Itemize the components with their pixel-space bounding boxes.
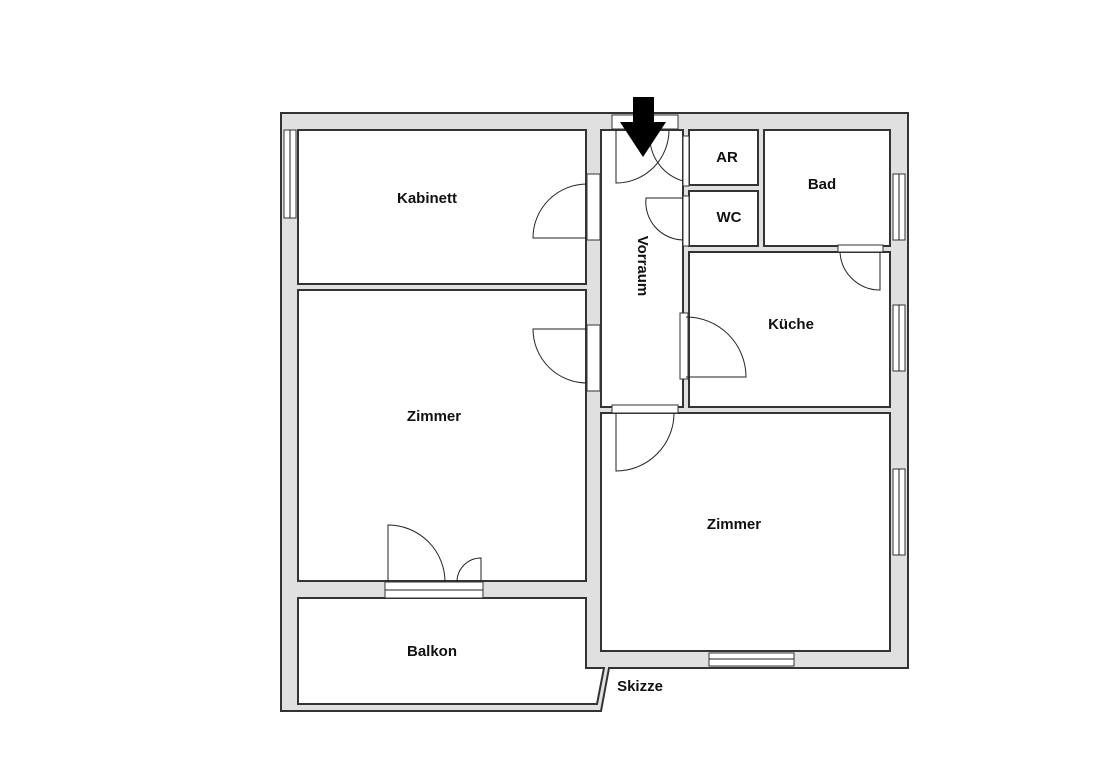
label-skizze: Skizze: [617, 678, 663, 695]
room-zimmer-right: [600, 412, 891, 652]
room-zimmer-left: [297, 289, 587, 582]
label-kueche: Küche: [768, 316, 814, 333]
room-ar: [688, 129, 759, 186]
room-bad: [763, 129, 891, 247]
entrance-arrow-icon: [620, 97, 666, 157]
label-ar: AR: [716, 149, 738, 166]
door-swings: [387, 129, 881, 583]
label-zimmer-left: Zimmer: [407, 408, 461, 425]
label-wc: WC: [717, 209, 742, 226]
label-vorraum: Vorraum: [634, 236, 651, 297]
label-balkon: Balkon: [407, 643, 457, 660]
room-balkon: [297, 597, 606, 705]
label-bad: Bad: [808, 176, 836, 193]
door-frames: [586, 135, 884, 414]
label-kabinett: Kabinett: [397, 190, 457, 207]
label-zimmer-right: Zimmer: [707, 516, 761, 533]
room-kabinett: [297, 129, 587, 285]
